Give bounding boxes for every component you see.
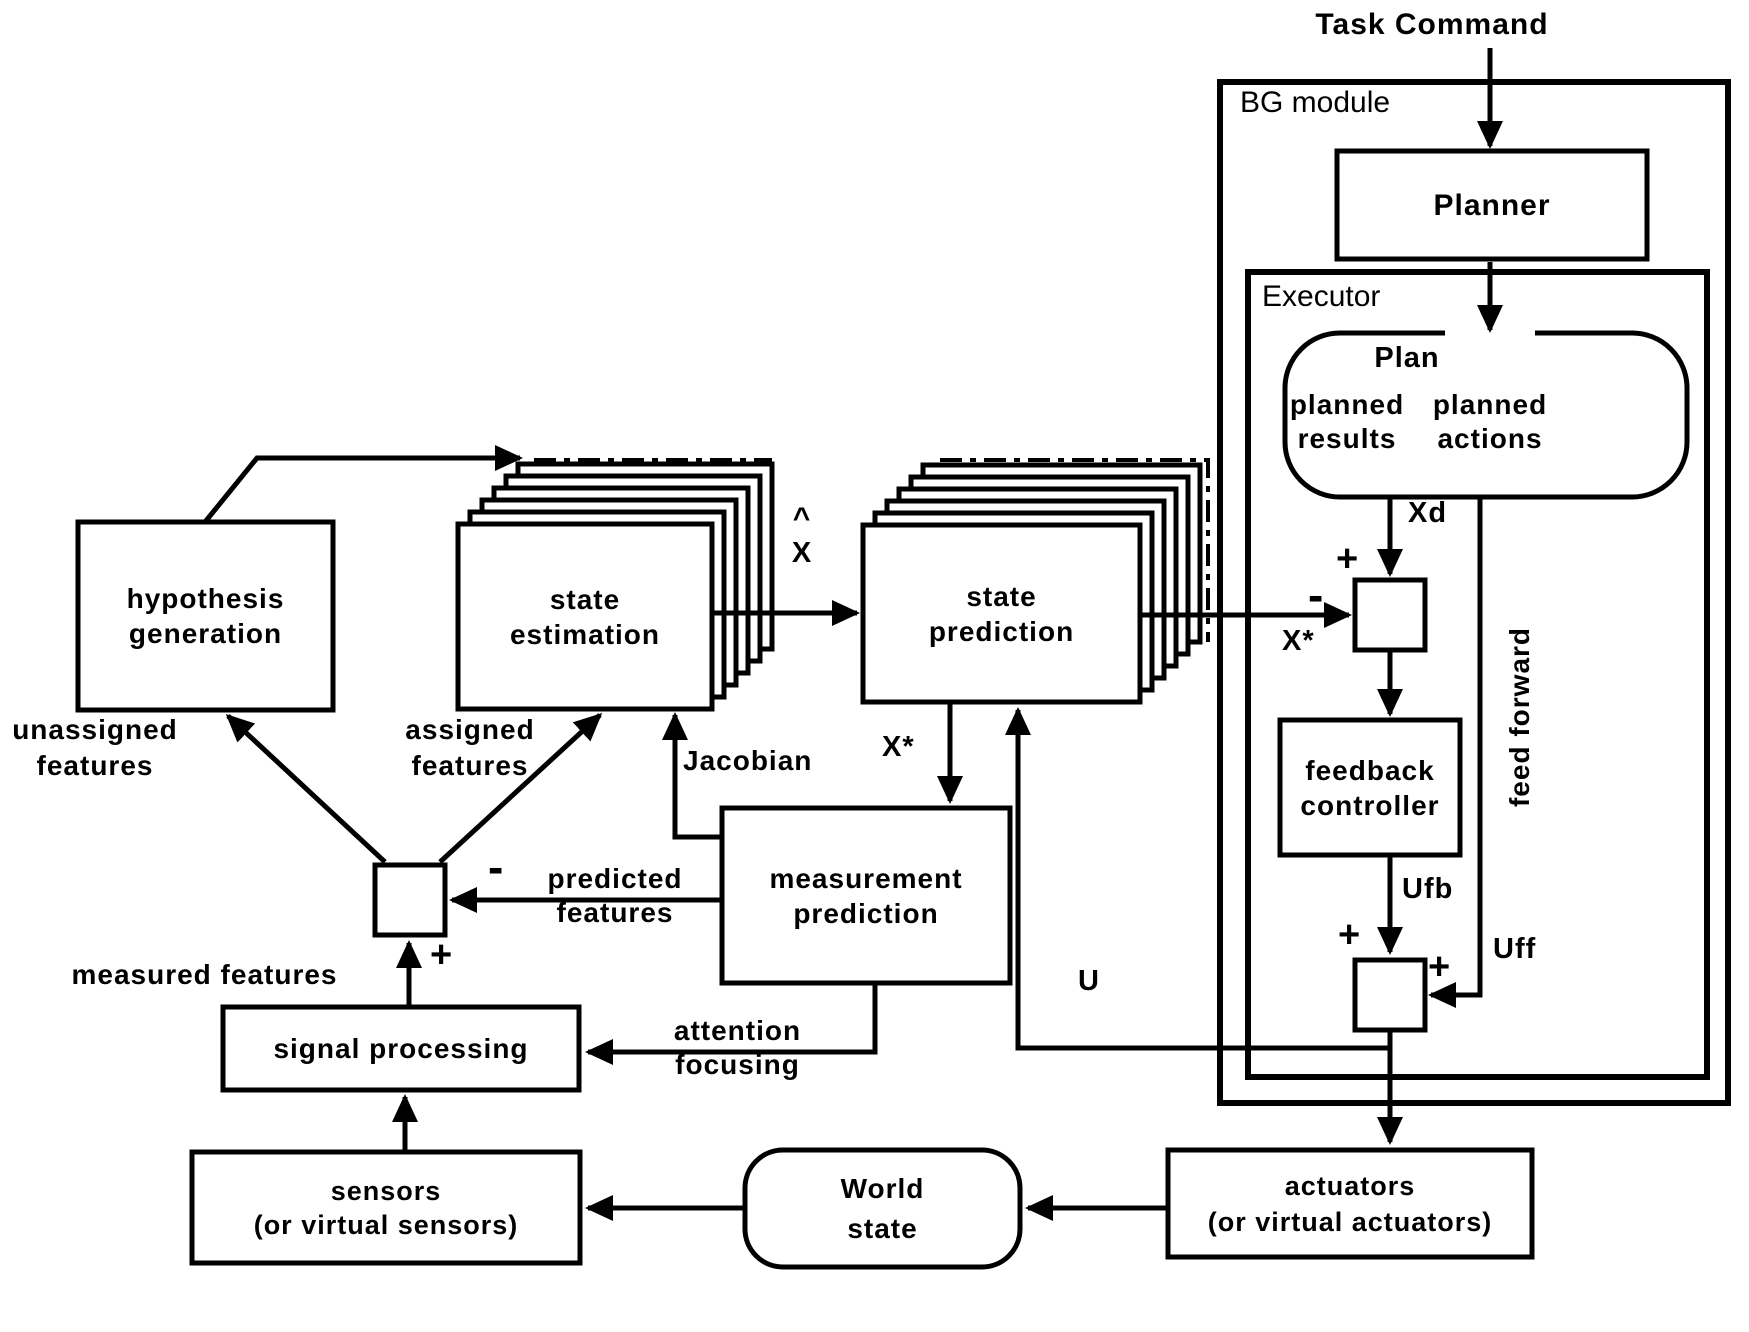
planner-label: Planner (1433, 188, 1551, 222)
hypothesis-generation-box (75, 519, 336, 713)
actuators-label: actuators (or virtual actuators) (1207, 1170, 1493, 1237)
state-estimation-label: state estimation (509, 583, 661, 650)
summing-junction-features (372, 862, 448, 938)
jacobian-arrow (662, 712, 722, 840)
feedback-controller-label: feedback controller (1300, 754, 1440, 821)
plan-title: Plan (1374, 342, 1440, 374)
feed-forward-label: feed forward (1504, 626, 1535, 808)
hypothesis-to-estimation-arrow (203, 445, 523, 524)
ufb-label: Ufb (1402, 873, 1454, 905)
minus-sign-xstar: - (1308, 569, 1325, 621)
measurement-prediction-label: measurement prediction (769, 862, 963, 929)
planned-results-label: planned results (1289, 389, 1405, 454)
unassigned-features-arrow (225, 713, 387, 864)
attention-focusing-arrow (585, 983, 878, 1065)
world-state-label: World state (840, 1172, 925, 1244)
x-hat-label: X (791, 537, 813, 569)
actuators-box (1165, 1147, 1535, 1260)
state-prediction-label: state prediction (928, 580, 1075, 647)
x-star-label-right: X* (1282, 625, 1315, 657)
task-command-label: Task Command (1315, 8, 1549, 41)
x-star-label-mid: X* (882, 731, 915, 763)
assigned-features-label: assigned features (405, 714, 535, 781)
measurement-prediction-box (719, 805, 1013, 986)
jacobian-label: Jacobian (683, 745, 813, 776)
sensors-label: sensors (or virtual sensors) (253, 1175, 519, 1240)
sensors-box (189, 1149, 583, 1266)
measured-features-label: measured features (71, 959, 338, 990)
plan-box-top-gap (1445, 326, 1535, 340)
signal-processing-label: signal processing (273, 1033, 529, 1064)
plus-sign-xd: + (1336, 538, 1360, 580)
assigned-features-arrow (438, 712, 603, 864)
executor-label: Executor (1262, 280, 1381, 313)
summing-junction-xd (1352, 577, 1428, 653)
state-prediction-ellipsis-outline (940, 458, 1210, 642)
xd-label: Xd (1408, 497, 1448, 529)
planner-box (1334, 148, 1650, 262)
planned-actions-label: planned actions (1432, 389, 1548, 454)
minus-sign-predicted: - (488, 841, 505, 893)
summing-junction-u (1352, 957, 1428, 1033)
uff-label: Uff (1493, 933, 1537, 965)
bg-module-label: BG module (1240, 86, 1391, 119)
plus-sign-measured: + (430, 934, 454, 976)
u-feedback-arrow (1005, 707, 1390, 1051)
plus-sign-ufb: + (1338, 914, 1362, 956)
signal-processing-box (220, 1004, 582, 1093)
u-label: U (1078, 965, 1100, 997)
predicted-features-label: predicted features (547, 863, 683, 928)
state-estimation-box (455, 521, 715, 712)
uff-arrow (1428, 497, 1483, 1008)
plus-sign-uff: + (1428, 946, 1452, 988)
x-hat-caret: ^ (792, 502, 812, 535)
feedback-controller-box (1277, 717, 1463, 858)
unassigned-features-label: unassigned features (12, 714, 178, 781)
hypothesis-generation-label: hypothesis generation (126, 583, 285, 649)
attention-focusing-label: attention focusing (673, 1015, 802, 1080)
